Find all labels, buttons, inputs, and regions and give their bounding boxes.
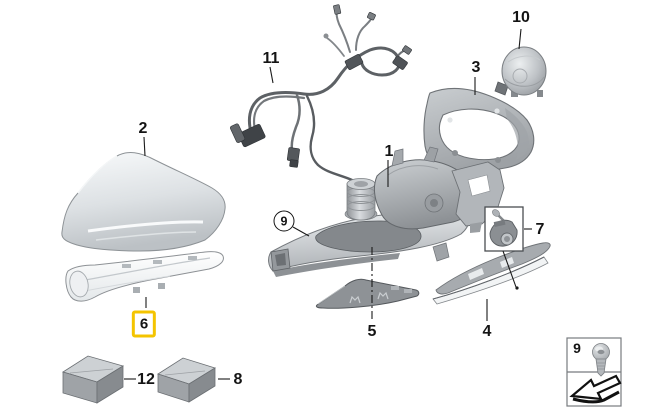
camera-module-box xyxy=(484,206,524,252)
wiring-harness-drawing xyxy=(230,4,412,200)
callout-1[interactable]: 1 xyxy=(384,143,394,160)
legend-fastener-number[interactable]: 9 xyxy=(573,340,581,356)
lower-housing-trim-drawing xyxy=(432,242,551,305)
callout-12[interactable]: 12 xyxy=(137,371,155,388)
camera-module-drawing xyxy=(489,209,518,247)
callout-3[interactable]: 3 xyxy=(471,59,481,76)
callout-2[interactable]: 2 xyxy=(138,120,148,137)
mirror-frame-drawing xyxy=(423,87,535,176)
leader-lines xyxy=(124,28,532,380)
mirror-drive-unit-drawing xyxy=(494,46,547,97)
callout-6-selected[interactable]: 6 xyxy=(131,310,157,338)
callout-7[interactable]: 7 xyxy=(535,221,545,238)
callout-8[interactable]: 8 xyxy=(233,371,243,388)
screw-icon xyxy=(592,343,610,377)
legend-box[interactable] xyxy=(566,337,622,407)
mirror-base-assembly-drawing xyxy=(268,146,505,277)
callout-11[interactable]: 11 xyxy=(262,50,280,67)
turn-signal-light-drawing xyxy=(65,251,224,302)
parts-carton-12-drawing xyxy=(62,355,124,404)
callout-10[interactable]: 10 xyxy=(512,9,530,26)
mirror-cap-drawing xyxy=(61,152,226,252)
callout-9-circled[interactable]: 9 xyxy=(273,210,295,232)
callout-5[interactable]: 5 xyxy=(367,323,377,340)
parts-carton-8-drawing xyxy=(157,357,216,403)
callout-4[interactable]: 4 xyxy=(482,323,492,340)
gasket-plate-drawing xyxy=(315,278,420,309)
direction-arrow-icon xyxy=(569,374,622,404)
